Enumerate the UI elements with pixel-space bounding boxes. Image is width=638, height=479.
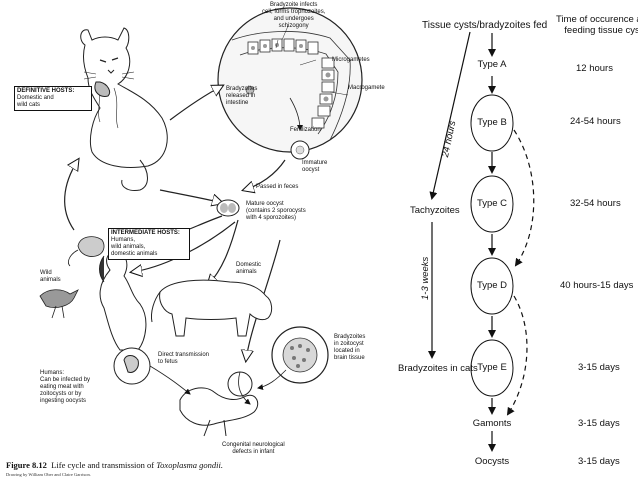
label-tachyzoites: Tachyzoites — [410, 205, 460, 216]
node-type-c-label: Type C — [476, 198, 508, 209]
label-bradyzoites-released: Bradyzoites released in intestine — [226, 86, 258, 106]
arrow-intestine-to-feces — [244, 159, 286, 190]
time-type-d: 40 hours-15 days — [560, 280, 634, 291]
arrow-animals-to-cat — [64, 160, 78, 231]
bird-illustration — [39, 289, 79, 319]
definitive-hosts-title: DEFINITIVE HOSTS: — [17, 88, 75, 94]
node-type-a-label: Type A — [477, 59, 507, 70]
infant-illustration — [179, 371, 259, 437]
node-type-e-label: Type E — [477, 362, 507, 373]
definitive-hosts-line: wild cats — [17, 102, 41, 108]
label-passed-in-feces: Passed in feces — [256, 184, 299, 190]
figure-caption-text: Life cycle and transmission of — [51, 460, 157, 470]
node-type-d-label: Type D — [476, 280, 508, 291]
arrow-label-1-3-weeks: 1-3 weeks — [420, 256, 431, 300]
definitive-hosts-box: DEFINITIVE HOSTS: Domestic and wild cats — [14, 86, 92, 111]
figure-number: Figure 8.12 — [6, 460, 47, 470]
cattle-illustration — [151, 279, 273, 337]
intestine-magnified-view — [217, 7, 363, 160]
time-type-c: 32-54 hours — [570, 198, 621, 209]
header-time-line: feeding tissue cysts — [564, 25, 638, 36]
label-immature-oocyst: Immature oocyst — [302, 160, 328, 173]
header-time-line: Time of occurence after — [556, 14, 638, 25]
mature-oocyst-illustration — [216, 199, 240, 217]
intermediate-hosts-line: domestic animals — [111, 251, 158, 257]
type-nodes — [470, 94, 514, 397]
cat-illustration — [80, 27, 168, 191]
arrow-cat-to-oocyst — [159, 189, 222, 203]
label-bradyzoites-in-cats: Bradyzoites in cats — [398, 363, 478, 374]
intermediate-hosts-line: Humans, — [111, 237, 136, 243]
label-mature-oocyst: Mature oocyst (contains 2 sporocysts wit… — [246, 201, 306, 221]
figure-caption: Figure 8.12 Life cycle and transmission … — [6, 460, 223, 470]
intermediate-hosts-box: INTERMEDIATE HOSTS: Humans, wild animals… — [108, 228, 190, 260]
node-type-d — [470, 257, 514, 315]
header-tissue-cysts: Tissue cysts/bradyzoites fed — [422, 20, 548, 31]
figure-credit: Drawing by William Ober and Claire Garri… — [6, 472, 91, 477]
intermediate-hosts-line: wild animals, — [111, 244, 146, 250]
definitive-hosts-line: Domestic and — [17, 95, 54, 101]
zoitocyst-illustration — [271, 326, 329, 384]
node-type-e — [470, 339, 514, 397]
node-oocysts-label: Oocysts — [474, 456, 510, 467]
time-type-a: 12 hours — [576, 63, 613, 74]
label-humans: Humans: Can be infected by eating meat w… — [40, 370, 91, 404]
label-direct-transmission: Direct transmission to fetus — [158, 352, 210, 365]
header-time-of-occurrence: Time of occurence after feeding tissue c… — [556, 14, 638, 36]
mouse-illustration — [68, 236, 105, 267]
time-type-e: 3-15 days — [578, 362, 620, 373]
figure-caption-species: Toxoplasma gondii. — [156, 460, 223, 470]
label-bradyzoite-infects: Bradyzoite infects cell, forms trophozoi… — [262, 2, 326, 29]
label-macrogamete: Macrogamete — [348, 85, 385, 91]
label-domestic-animals: Domestic animals — [236, 262, 262, 275]
arrow-oocyst-to-cattle — [208, 219, 239, 285]
label-congenital-defects: Congenital neurological defects in infan… — [222, 442, 285, 455]
node-gamonts-label: Gamonts — [472, 418, 512, 429]
label-wild-animals: Wild animals — [40, 270, 61, 283]
label-microgametes: Microgametes — [332, 57, 370, 63]
label-bradyzoites-zoitocyst: Bradyzoites in zoitocyst located in brai… — [334, 334, 366, 361]
arrow-cat-to-intestine — [169, 86, 222, 121]
intermediate-hosts-title: INTERMEDIATE HOSTS: — [111, 230, 180, 236]
time-oocysts: 3-15 days — [578, 456, 620, 467]
node-type-b — [470, 94, 514, 152]
node-type-c — [470, 175, 514, 233]
differentiation-flow — [428, 31, 535, 452]
time-type-b: 24-54 hours — [570, 116, 621, 127]
pregnant-woman-illustration — [99, 251, 151, 385]
time-gamonts: 3-15 days — [578, 418, 620, 429]
node-type-b-label: Type B — [477, 117, 507, 128]
label-fertilization: Fertilization — [290, 127, 321, 133]
